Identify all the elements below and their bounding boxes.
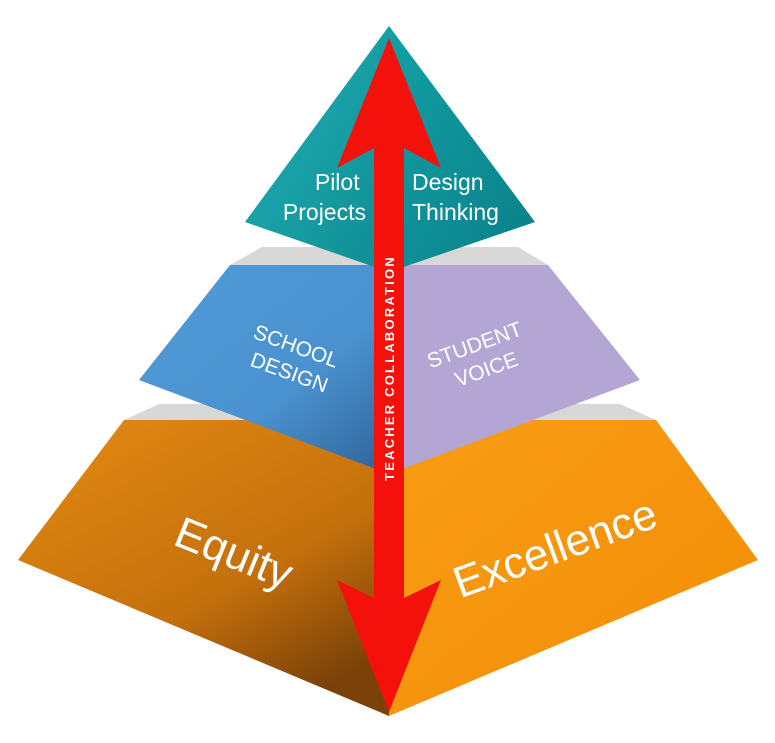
middle-right-face bbox=[389, 265, 640, 474]
base-right-face bbox=[389, 420, 758, 716]
arrow-label: TEACHER COLLABORATION bbox=[382, 255, 397, 481]
middle-left-face bbox=[139, 265, 389, 474]
arrow-head-up bbox=[337, 38, 441, 168]
top-left-face bbox=[245, 26, 389, 272]
top-right-label: Design Thinking bbox=[412, 169, 499, 225]
top-left-label: Pilot Projects bbox=[283, 169, 366, 225]
base-left-face bbox=[18, 420, 389, 716]
arrow-shaft bbox=[374, 140, 404, 610]
teacher-collaboration-arrow: TEACHER COLLABORATION bbox=[337, 38, 441, 712]
top-right-face bbox=[389, 26, 535, 272]
arrow-head-down bbox=[337, 580, 441, 712]
